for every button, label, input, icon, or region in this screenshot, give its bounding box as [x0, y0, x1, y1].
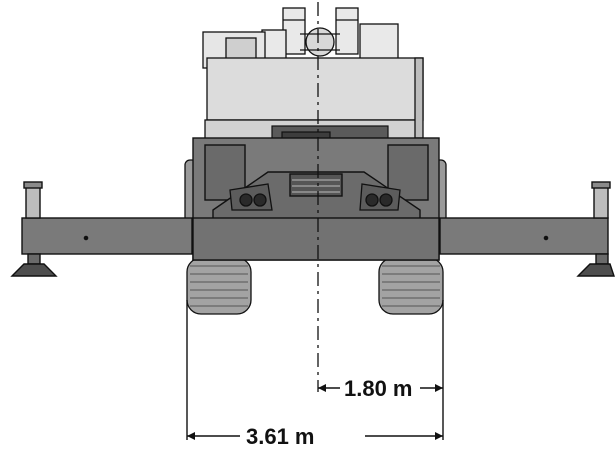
- outrigger-bolt: [543, 235, 549, 241]
- cab-side-edge: [414, 57, 424, 139]
- arrow-head: [187, 432, 195, 440]
- headlight-right-inner: [365, 193, 379, 207]
- outrigger-pad-right: [576, 263, 615, 277]
- dimensions: [186, 300, 444, 440]
- half-width-label: 1.80 m: [344, 376, 413, 401]
- headlight-right-outer: [379, 193, 393, 207]
- arrow-head: [318, 384, 326, 392]
- outrigger-jack-left: [25, 185, 41, 219]
- outriggers: [10, 181, 615, 277]
- outrigger-center-box: [192, 217, 440, 261]
- outrigger-jack-right: [593, 185, 609, 219]
- outrigger-pad-left: [10, 263, 58, 277]
- outrigger-beam-right: [439, 217, 609, 255]
- full-width-label: 3.61 m: [246, 424, 315, 449]
- arrow-head: [435, 384, 443, 392]
- headlight-left-outer: [239, 193, 253, 207]
- cab-main-panel: [206, 57, 424, 121]
- winch-drum: [305, 27, 335, 57]
- tires: [184, 159, 447, 315]
- arrow-head: [435, 432, 443, 440]
- front-lights: [229, 183, 401, 211]
- outrigger-beam-left: [21, 217, 193, 255]
- headlight-left-inner: [253, 193, 267, 207]
- mast-right-column: [335, 7, 359, 55]
- outrigger-bolt: [83, 235, 89, 241]
- dimension-arrows: [187, 384, 443, 440]
